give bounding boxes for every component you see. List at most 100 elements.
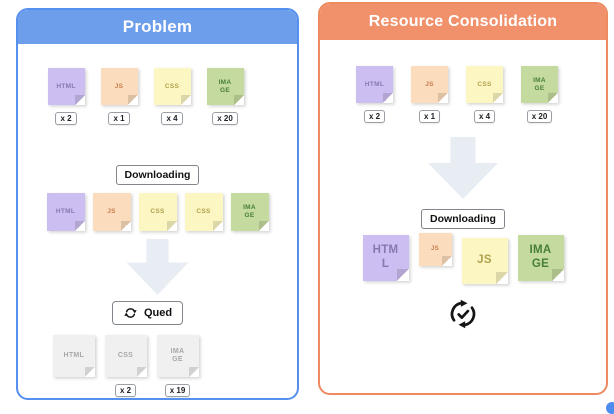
- qued-label: Qued: [143, 307, 173, 319]
- folded-corner: [441, 256, 452, 266]
- qued-status: Qued: [111, 301, 184, 325]
- resource-count-row: HTML x 2 JS x 1 CSS x 4: [47, 68, 244, 125]
- folded-corner: [551, 269, 564, 281]
- css-note-queued: CSS: [104, 335, 147, 377]
- css-note: CSS: [466, 66, 503, 103]
- image-note: IMA GE: [230, 193, 269, 231]
- resource-html: HTML x 2: [356, 66, 393, 123]
- folded-corner: [495, 272, 508, 284]
- queued-image: IMA GE x 19: [156, 335, 199, 397]
- folded-corner: [180, 95, 191, 105]
- resource-js: JS x 1: [100, 68, 138, 125]
- resource-consolidation-panel: Resource Consolidation HTML x 2 JS x 1: [318, 2, 608, 395]
- downloading-label: Downloading: [115, 165, 200, 185]
- problem-panel-body: HTML x 2 JS x 1 CSS x 4: [18, 44, 297, 397]
- js-note-label: JS: [114, 82, 124, 90]
- clipped-cursor-dot: [606, 402, 614, 414]
- js-note: JS: [100, 68, 138, 105]
- resource-html: HTML x 2: [47, 68, 85, 125]
- css-note: CSS: [184, 193, 223, 231]
- queued-html: HTML: [52, 335, 95, 377]
- css-count-badge: x 4: [161, 112, 183, 125]
- html-count-badge: x 2: [55, 112, 77, 125]
- css-note-label: CSS: [117, 351, 134, 359]
- folded-corner: [74, 221, 85, 231]
- down-arrow: [428, 137, 498, 199]
- image-count-badge: x 20: [526, 110, 553, 123]
- image-note-label: IMA GE: [533, 76, 546, 92]
- image-count-badge: x 20: [212, 112, 238, 125]
- js-note-label: JS: [107, 208, 116, 216]
- html-note-label: HTM L: [372, 244, 399, 270]
- image-note-label: IMA GE: [170, 347, 185, 363]
- js-count-badge: x 1: [418, 110, 441, 123]
- js-note-label: JS: [477, 254, 492, 267]
- html-note-queued: HTML: [52, 335, 95, 377]
- resource-consolidation-body: HTML x 2 JS x 1 CSS x 4: [320, 40, 606, 330]
- folded-corner: [166, 221, 177, 231]
- html-note-label: HTML: [63, 351, 85, 359]
- resource-consolidation-title: Resource Consolidation: [320, 4, 606, 40]
- folded-corner: [212, 221, 223, 231]
- image-note-consolidated: IMA GE: [517, 235, 564, 281]
- resource-css: CSS x 4: [153, 68, 191, 125]
- folded-corner: [127, 95, 138, 105]
- resource-count-row: HTML x 2 JS x 1 CSS x 4: [356, 66, 558, 123]
- html-note-label: HTML: [364, 80, 385, 88]
- queued-row: HTML CSS x 2 IMA GE x 19: [52, 335, 199, 397]
- js-note: JS: [411, 66, 448, 103]
- folded-corner: [258, 221, 269, 231]
- css-count-badge: x 4: [473, 110, 496, 123]
- js-count-badge: x 1: [108, 112, 130, 125]
- refresh-icon: [124, 308, 137, 318]
- js-note-label: JS: [425, 80, 434, 88]
- image-note: IMA GE: [206, 68, 244, 105]
- problem-panel: Problem HTML x 2 JS x 1 CSS: [16, 8, 299, 400]
- resource-js: JS x 1: [411, 66, 448, 123]
- folded-corner: [233, 95, 244, 105]
- downloading-label: Downloading: [421, 209, 505, 229]
- html-note-label: HTML: [56, 82, 76, 90]
- image-note: IMA GE: [521, 66, 558, 103]
- js-note-consolidated: JS: [461, 238, 508, 284]
- html-note-consolidated: HTM L: [362, 235, 409, 281]
- css-note-label: CSS: [150, 208, 165, 216]
- resource-image: IMA GE x 20: [521, 66, 558, 123]
- css-note-label: CSS: [477, 80, 492, 88]
- folded-corner: [438, 93, 448, 103]
- problem-panel-title: Problem: [18, 10, 297, 44]
- folded-corner: [136, 367, 147, 377]
- html-count-badge: x 2: [363, 110, 386, 123]
- resource-image: IMA GE x 20: [206, 68, 244, 125]
- consolidated-row: HTM L JS JS IMA GE: [362, 233, 564, 284]
- css-note-label: CSS: [164, 82, 180, 90]
- css-queued-count-badge: x 2: [114, 384, 137, 397]
- js-note: JS: [92, 193, 131, 231]
- folded-corner: [396, 269, 409, 281]
- folded-corner: [493, 93, 503, 103]
- folded-corner: [188, 367, 199, 377]
- folded-corner: [383, 93, 393, 103]
- resource-css: CSS x 4: [466, 66, 503, 123]
- js-note-label: JS: [431, 245, 439, 252]
- js-note-small: JS: [418, 233, 452, 266]
- image-note-label: IMA GE: [243, 204, 256, 219]
- folded-corner: [84, 367, 95, 377]
- html-note: HTML: [356, 66, 393, 103]
- css-note-label: CSS: [196, 208, 211, 216]
- html-note-label: HTML: [55, 208, 76, 216]
- html-note: HTML: [47, 68, 85, 105]
- sync-check-icon: [450, 299, 476, 329]
- css-note: CSS: [153, 68, 191, 105]
- folded-corner: [74, 95, 85, 105]
- image-note-label: IMA GE: [218, 78, 232, 94]
- html-note: HTML: [46, 193, 85, 231]
- queued-css: CSS x 2: [104, 335, 147, 397]
- css-note: CSS: [138, 193, 177, 231]
- downloading-row: HTML JS CSS CSS IMA GE: [46, 193, 269, 231]
- image-queued-count-badge: x 19: [164, 384, 191, 397]
- folded-corner: [120, 221, 131, 231]
- image-note-label: IMA GE: [529, 244, 552, 270]
- down-arrow: [126, 239, 189, 295]
- folded-corner: [548, 93, 558, 103]
